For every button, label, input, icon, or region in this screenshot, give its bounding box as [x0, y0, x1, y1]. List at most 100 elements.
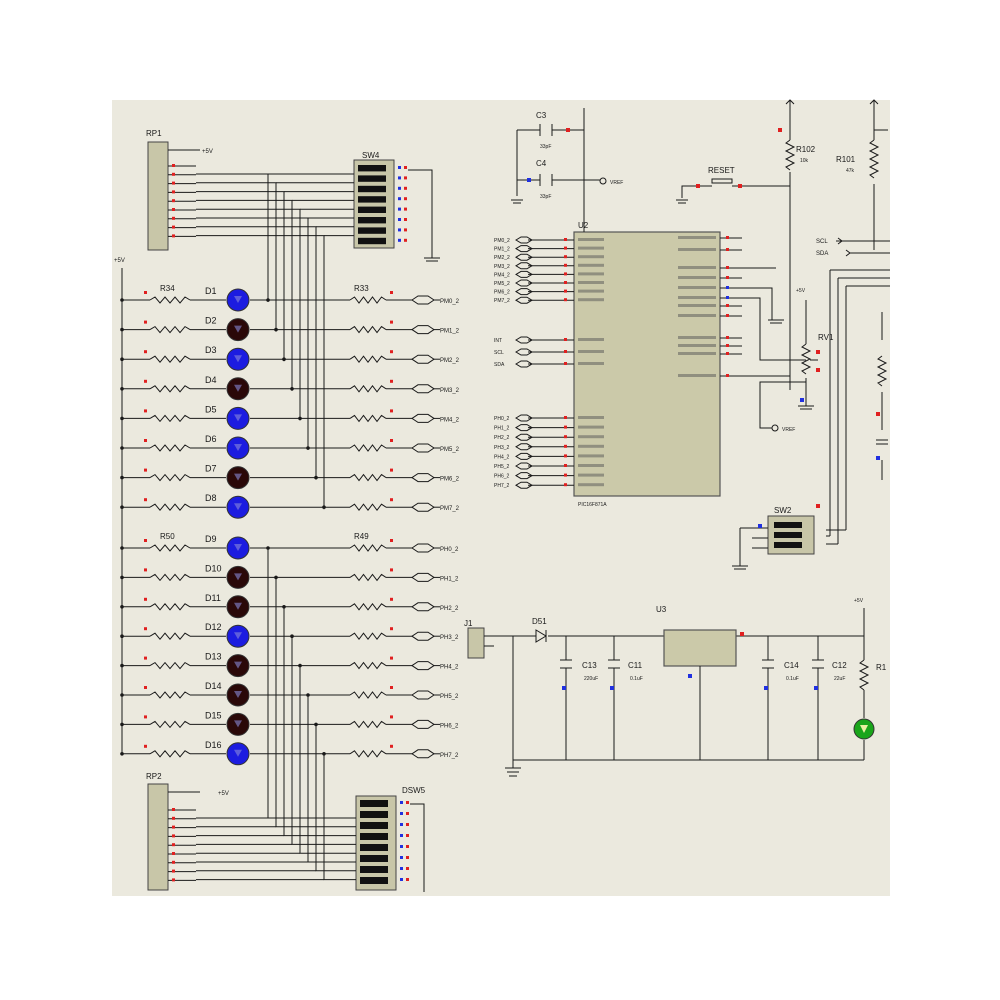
dip-key[interactable] [358, 227, 386, 234]
dip-key[interactable] [360, 844, 388, 851]
led-series-resistor [149, 355, 191, 363]
led-series-resistor [149, 720, 191, 729]
net-label: PM5_2 [440, 447, 460, 453]
output-resistor [349, 444, 387, 452]
output-resistor [349, 544, 387, 552]
pack-pin [172, 825, 175, 829]
power-supply[interactable]: J1 D51 U3 C13 220uF C11 0.1uF C14 0.1uF … [464, 598, 887, 777]
schematic-canvas [112, 100, 890, 896]
dip-switch-dsw5[interactable]: DSW5 [355, 786, 426, 891]
led-ref-label: D15 [205, 710, 222, 720]
r101-ref: R101 [836, 155, 856, 164]
output-resistor [349, 296, 387, 304]
c14-ref: C14 [784, 661, 799, 670]
dip-key[interactable] [360, 855, 388, 862]
dip-key[interactable] [360, 833, 388, 840]
mcu-net-label: PM4_2 [494, 272, 510, 278]
mcu-net-label: INT [494, 338, 502, 344]
mcu-net-label: PM5_2 [494, 281, 510, 287]
net-label: PM7_2 [440, 506, 460, 512]
dsw5-label: DSW5 [402, 786, 426, 795]
mcu-net-label: PH7_2 [494, 483, 510, 489]
potentiometer-rv1[interactable]: RV1 +5V VREF [759, 288, 834, 433]
sda-label-right: SDA [816, 251, 828, 257]
c3-ref: C3 [536, 111, 547, 120]
right-edge-parts [826, 269, 890, 545]
sw2-label: SW2 [774, 506, 792, 515]
pack-pin [172, 878, 175, 882]
dip-switch-sw4[interactable]: SW4 [353, 151, 407, 249]
mcu-net-label: PH0_2 [494, 416, 510, 422]
net-label: PH5_2 [440, 694, 459, 700]
led-ref-label: D5 [205, 404, 217, 414]
pack-pin [172, 816, 175, 820]
dip-key[interactable] [358, 185, 386, 193]
dip-key[interactable] [358, 165, 386, 172]
resistor-r101[interactable]: R101 47k [836, 99, 888, 250]
net-label: PH4_2 [440, 665, 459, 671]
pack-pin [172, 843, 175, 847]
u3-ref: U3 [656, 605, 667, 614]
resistor-r102[interactable]: R102 10k [778, 99, 816, 390]
led-series-resistor [149, 385, 191, 393]
dip-key[interactable] [360, 866, 388, 873]
net-label: PH7_2 [440, 753, 459, 759]
mcu-net-label: PH3_2 [494, 445, 510, 451]
pack-pin [172, 860, 175, 864]
c14-value: 0.1uF [786, 676, 799, 682]
led-ref-label: D14 [205, 681, 222, 691]
output-supply-label: +5V [854, 598, 864, 604]
led-series-resistor [149, 296, 191, 304]
dip-key[interactable] [360, 822, 388, 829]
pack-pin [172, 164, 175, 167]
led-ref-label: D13 [205, 652, 222, 662]
net-label: PM6_2 [440, 477, 460, 483]
mcu-net-label: PH5_2 [494, 464, 510, 470]
c12-ref: C12 [832, 661, 847, 670]
r1-ref: R1 [876, 663, 887, 672]
resistor-pack-rp2[interactable]: RP2 +5V [146, 772, 229, 891]
pack-pin [172, 225, 175, 229]
net-label: PH6_2 [440, 723, 459, 729]
dip-key[interactable] [360, 811, 388, 818]
reset-button[interactable]: RESET [676, 166, 790, 204]
regulator-body [663, 629, 737, 667]
dip-key[interactable] [358, 237, 386, 245]
sw4-body [353, 159, 395, 249]
output-resistor [349, 473, 387, 482]
resistor-ref-label: R50 [160, 532, 175, 541]
dip-key[interactable] [358, 206, 386, 213]
output-resistor [349, 573, 387, 582]
bus-wires [196, 169, 440, 892]
mcu-ref-label: U2 [578, 221, 589, 230]
dip-key[interactable] [360, 800, 388, 807]
ground-symbol-reset [676, 199, 688, 204]
dip-key[interactable] [358, 196, 386, 203]
led-series-resistor [149, 603, 191, 611]
output-resistor-ref-label: R49 [354, 532, 369, 541]
mcu-net-label: SCL [494, 350, 504, 356]
led-ref-label: D7 [205, 464, 217, 474]
output-resistor-ref-label: R33 [354, 284, 369, 293]
led-ref-label: D6 [205, 434, 217, 444]
led-ref-label: D2 [205, 316, 217, 326]
mcu-net-label: SDA [494, 362, 505, 368]
mcu-net-label: PM1_2 [494, 247, 510, 253]
led-series-resistor [149, 573, 191, 582]
led-series-resistor [149, 414, 191, 423]
resistor-ref-label: R34 [160, 284, 175, 293]
mcu-net-labels: PM0_2PM1_2PM2_2PM3_2PM4_2PM5_2PM6_2PM7_2… [494, 236, 533, 489]
dip-switch-sw2[interactable]: SW2 [732, 504, 820, 570]
resistor-pack-rp1[interactable]: RP1 +5V [146, 129, 213, 251]
dip-key[interactable] [358, 175, 386, 182]
pack-pin [172, 172, 175, 176]
d51-ref: D51 [532, 617, 547, 626]
dip-key[interactable] [360, 877, 388, 884]
dip-key[interactable] [358, 217, 386, 224]
vref-label-pot: VREF [782, 427, 795, 433]
led-series-resistor [149, 544, 191, 552]
crystal-capacitors[interactable]: C3 33pF C4 33pF VREF [511, 108, 623, 232]
microcontroller-u2[interactable]: U2 PIC16F871A [528, 221, 806, 508]
